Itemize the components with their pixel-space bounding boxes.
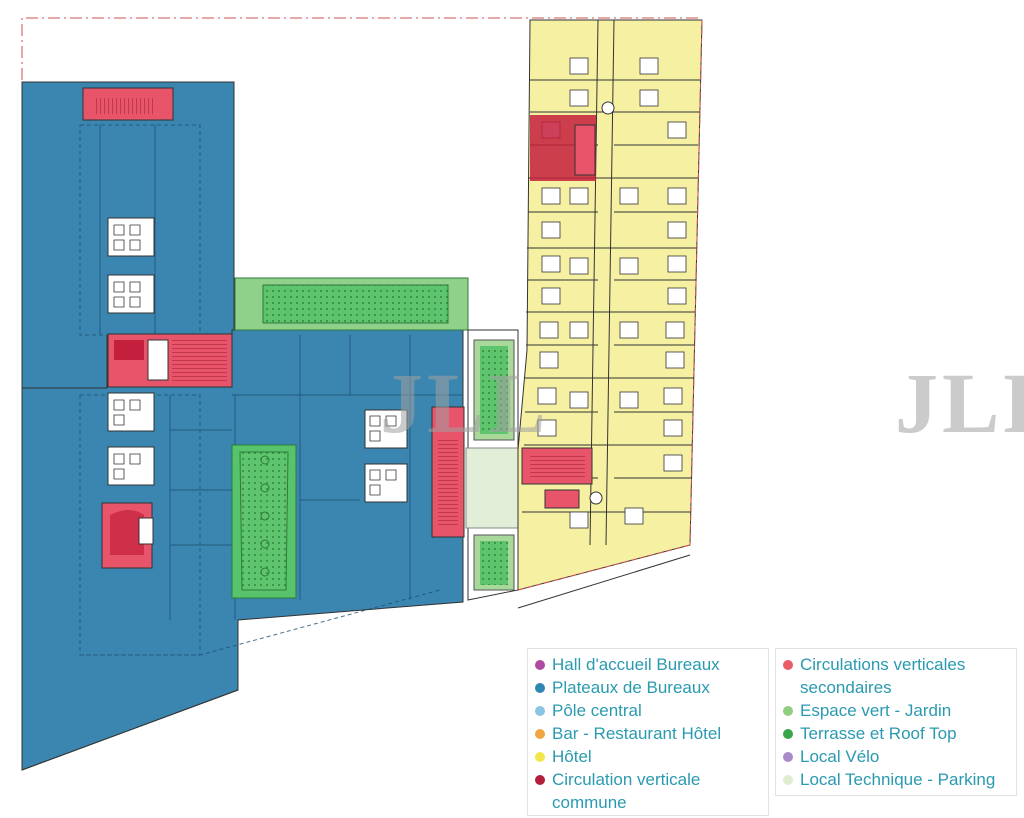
legend-item: Local Technique - Parking bbox=[782, 768, 1016, 791]
legend-label: Plateaux de Bureaux bbox=[552, 678, 710, 697]
legend-item: Circulation verticale commune bbox=[534, 768, 768, 814]
legend-item: Local Vélo bbox=[782, 745, 1016, 768]
legend-label: Local Vélo bbox=[800, 747, 880, 766]
legend-label: Terrasse et Roof Top bbox=[800, 724, 957, 743]
plot-boundary bbox=[21, 17, 700, 80]
legend-swatch-icon bbox=[535, 683, 545, 693]
legend-item: Circulations verticales secondaires bbox=[782, 653, 1016, 699]
legend-item: Terrasse et Roof Top bbox=[782, 722, 1016, 745]
legend-label: Local Technique - Parking bbox=[800, 770, 996, 789]
legend-label: Pôle central bbox=[552, 701, 642, 720]
legend-swatch-icon bbox=[535, 706, 545, 716]
legend-label: Circulations verticales secondaires bbox=[800, 655, 966, 697]
legend-item: Hall d'accueil Bureaux bbox=[534, 653, 768, 676]
legend-item: Pôle central bbox=[534, 699, 768, 722]
legend-swatch-icon bbox=[783, 752, 793, 762]
legend-swatch-icon bbox=[535, 660, 545, 670]
legend-swatch-icon bbox=[783, 660, 793, 670]
legend-label: Hôtel bbox=[552, 747, 592, 766]
legend-swatch-icon bbox=[535, 752, 545, 762]
legend-label: Espace vert - Jardin bbox=[800, 701, 952, 720]
legend-swatch-icon bbox=[535, 775, 545, 785]
legend-swatch-icon bbox=[783, 775, 793, 785]
legend-item: Espace vert - Jardin bbox=[782, 699, 1016, 722]
legend-swatch-icon bbox=[535, 729, 545, 739]
legend-label: Bar - Restaurant Hôtel bbox=[552, 724, 722, 743]
legend-swatch-icon bbox=[783, 729, 793, 739]
legend-swatch-icon bbox=[783, 706, 793, 716]
legend-item: Plateaux de Bureaux bbox=[534, 676, 768, 699]
legend-label: Circulation verticale commune bbox=[552, 770, 701, 812]
legend-label: Hall d'accueil Bureaux bbox=[552, 655, 720, 674]
legend-item: Hôtel bbox=[534, 745, 768, 768]
legend-item: Bar - Restaurant Hôtel bbox=[534, 722, 768, 745]
sanitary-cores bbox=[107, 217, 408, 503]
